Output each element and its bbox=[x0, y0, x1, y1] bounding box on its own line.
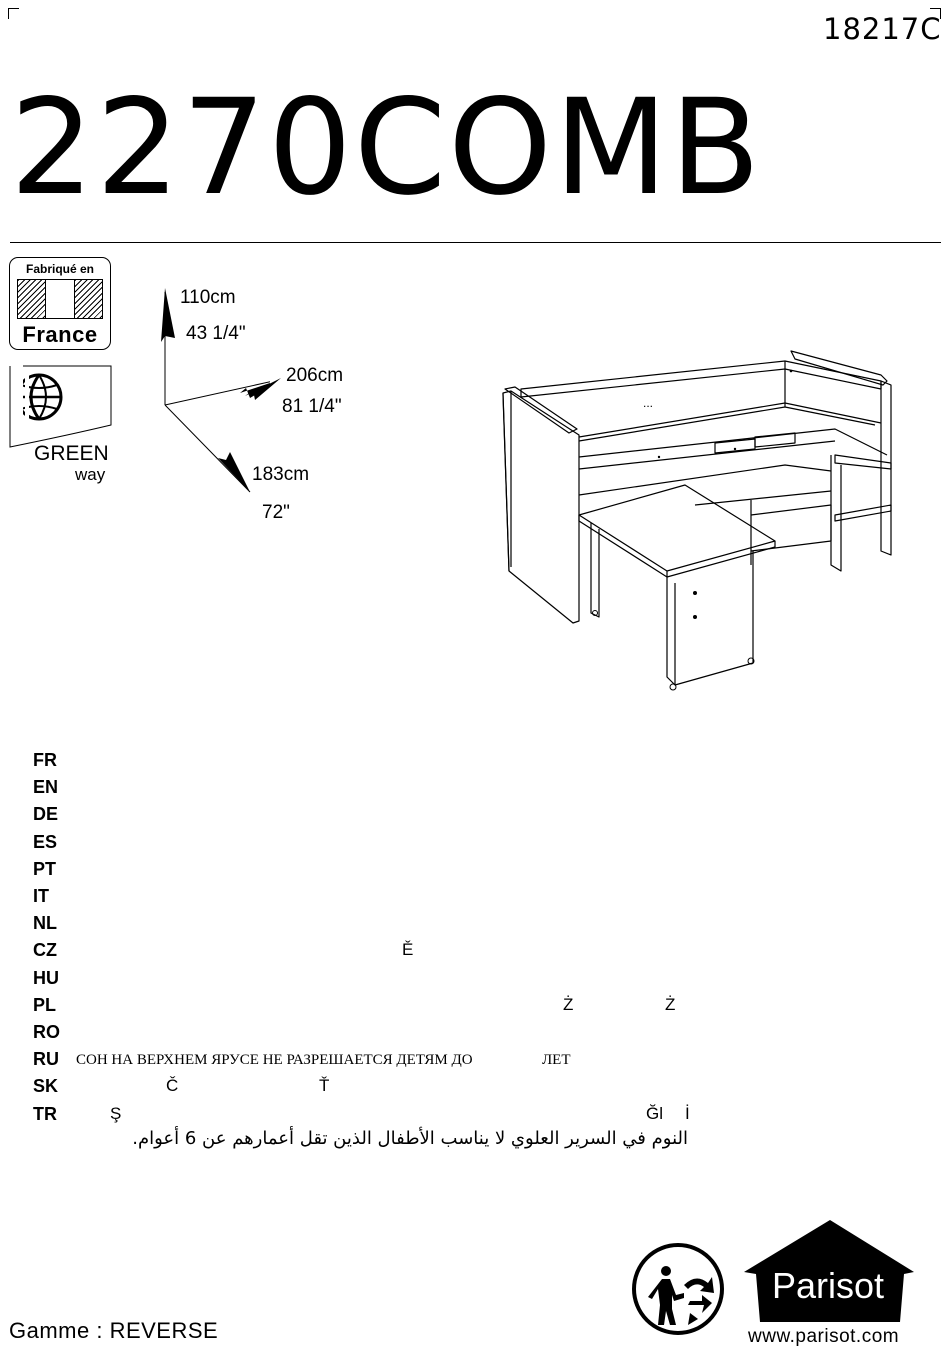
lang-text-fragment: Ż bbox=[563, 995, 574, 1014]
lang-code: NL bbox=[33, 913, 57, 933]
lang-row-de: DE bbox=[33, 804, 733, 831]
crop-mark-top-left bbox=[8, 8, 19, 19]
website-url: www.parisot.com bbox=[748, 1326, 900, 1347]
lang-row-fr: FR bbox=[33, 750, 733, 777]
made-in-france-badge: Fabriqué en France bbox=[9, 257, 111, 350]
lang-code: IT bbox=[33, 886, 49, 906]
product-range: Gamme : REVERSE bbox=[9, 1318, 219, 1343]
lang-code: RU bbox=[33, 1049, 59, 1069]
lang-code: HU bbox=[33, 968, 59, 988]
lang-row-ro: RO bbox=[33, 1022, 733, 1049]
lang-code: CZ bbox=[33, 940, 57, 960]
lang-row-it: IT bbox=[33, 886, 733, 913]
width-in: 81 1/4" bbox=[282, 396, 342, 417]
flag-band-middle bbox=[45, 280, 75, 318]
crop-mark-top-right bbox=[930, 8, 941, 19]
lang-code: FR bbox=[33, 750, 57, 770]
parisot-logo: Parisot bbox=[744, 1220, 914, 1322]
lang-row-pt: PT bbox=[33, 859, 733, 886]
arabic-warning: النوم في السرير العلوي لا يناسب الأطفال … bbox=[132, 1128, 688, 1149]
lang-row-tr: TR Ş Ğl İ bbox=[33, 1104, 733, 1131]
width-cm: 206cm bbox=[286, 365, 344, 386]
lang-text-fragment: Ğl bbox=[646, 1104, 663, 1123]
illustration-label: ... bbox=[643, 396, 653, 410]
lang-code: PL bbox=[33, 995, 57, 1015]
lang-row-cz: CZ Ě bbox=[33, 940, 733, 967]
depth-in: 72" bbox=[262, 502, 290, 523]
lang-text-fragment: Ż bbox=[665, 995, 676, 1014]
lang-text-fragment: İ bbox=[685, 1104, 690, 1123]
lang-row-ru: RU СОН НА ВЕРХНЕМ ЯРУСЕ НЕ РАЗРЕШАЕТСЯ Д… bbox=[33, 1049, 733, 1076]
flag-band-left bbox=[18, 280, 46, 318]
lang-text-fragment: СОН НА ВЕРХНЕМ ЯРУСЕ НЕ РАЗРЕШАЕТСЯ ДЕТЯ… bbox=[76, 1052, 473, 1068]
lang-code: TR bbox=[33, 1104, 57, 1124]
header-divider bbox=[10, 242, 941, 243]
lang-row-pl: PL Ż Ż bbox=[33, 995, 733, 1022]
flag-icon bbox=[17, 279, 103, 319]
lang-code: RO bbox=[33, 1022, 60, 1042]
bed-desk-illustration: ... bbox=[502, 350, 892, 691]
flag-band-right bbox=[74, 280, 102, 318]
lang-code: ES bbox=[33, 832, 58, 852]
lang-code: EN bbox=[33, 777, 59, 797]
lang-text-fragment: ЛЕТ bbox=[542, 1052, 571, 1068]
lang-row-nl: NL bbox=[33, 913, 733, 940]
height-in: 43 1/4" bbox=[186, 323, 246, 344]
reference-code: 18217C bbox=[823, 12, 942, 46]
lang-text-fragment: Ť bbox=[319, 1076, 330, 1095]
lang-row-es: ES bbox=[33, 832, 733, 859]
width-arrow-icon bbox=[245, 378, 281, 400]
model-title: 2270COMB bbox=[10, 71, 763, 225]
brand-name: Parisot bbox=[772, 1265, 884, 1306]
height-cm: 110cm bbox=[180, 287, 236, 308]
lang-text-fragment: Ş bbox=[110, 1104, 122, 1123]
lang-code: SK bbox=[33, 1076, 59, 1096]
made-in-label: Fabriqué en bbox=[25, 262, 94, 276]
depth-cm: 183cm bbox=[252, 464, 310, 485]
green-way-word: GREEN bbox=[34, 442, 109, 465]
lang-text-fragment: Ě bbox=[402, 940, 414, 959]
recycle-bin-icon bbox=[632, 1243, 724, 1335]
dimension-axes bbox=[161, 288, 270, 493]
lang-code: PT bbox=[33, 859, 57, 879]
lang-text-fragment: Č bbox=[166, 1076, 179, 1095]
green-way-sub: way bbox=[75, 465, 106, 484]
lang-row-sk: SK Č Ť bbox=[33, 1076, 733, 1103]
lang-row-hu: HU bbox=[33, 968, 733, 995]
lang-row-en: EN bbox=[33, 777, 733, 804]
lang-code: DE bbox=[33, 804, 59, 824]
country-label: France bbox=[22, 322, 98, 347]
globe-icon bbox=[9, 365, 112, 448]
